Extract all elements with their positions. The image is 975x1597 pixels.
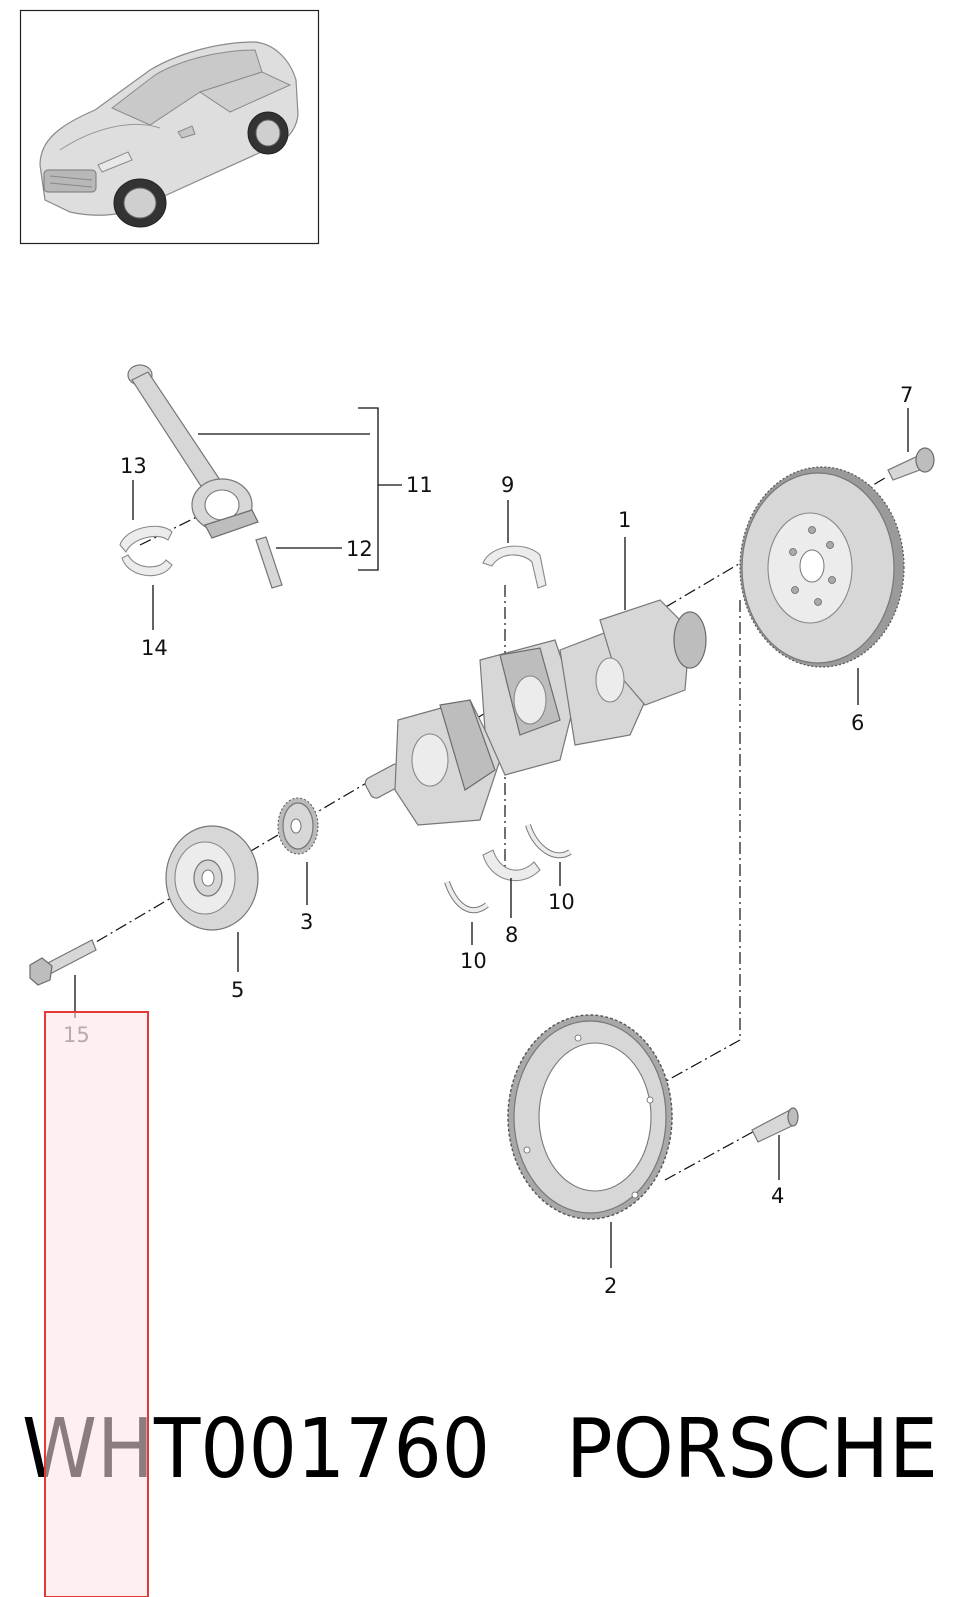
conrod-bolt [255, 536, 283, 589]
pulley-damper [165, 825, 259, 931]
highlight-box [44, 1011, 149, 1597]
callout-8: 8 [505, 923, 518, 947]
callout-12: 12 [346, 537, 373, 561]
flywheel-bolt [887, 447, 935, 481]
callout-9: 9 [501, 473, 514, 497]
footer: WHT001760 PORSCHE [22, 1402, 938, 1497]
thrust-washer-upper [525, 823, 572, 859]
callout-14: 14 [141, 636, 168, 660]
conrod-bearing-shells [119, 525, 173, 577]
thrust-washer-lower [444, 880, 489, 913]
callout-4: 4 [771, 1184, 784, 1208]
vehicle-thumbnail [19, 9, 320, 245]
callout-10-lower: 10 [460, 949, 487, 973]
callout-5: 5 [231, 978, 244, 1002]
callout-11: 11 [406, 473, 433, 497]
callout-3: 3 [300, 910, 313, 934]
callout-13: 13 [120, 454, 147, 478]
callout-1: 1 [618, 508, 631, 532]
crank-sprocket [277, 797, 319, 855]
callout-2: 2 [604, 1274, 617, 1298]
ring-gear-bolt [751, 1107, 799, 1143]
callout-10-upper: 10 [548, 890, 575, 914]
callout-6: 6 [851, 711, 864, 735]
callout-7: 7 [900, 383, 913, 407]
flywheel [739, 466, 905, 668]
brand-name: PORSCHE [566, 1402, 938, 1497]
leader-lines [74, 407, 909, 1268]
main-bearing-lower [482, 849, 541, 882]
connecting-rod [127, 364, 259, 539]
crankshaft [364, 599, 707, 826]
central-bolt [29, 939, 97, 986]
ring-gear [507, 1014, 673, 1220]
car-suv-thumbnail-icon [39, 41, 299, 228]
main-bearing-upper [482, 545, 547, 589]
